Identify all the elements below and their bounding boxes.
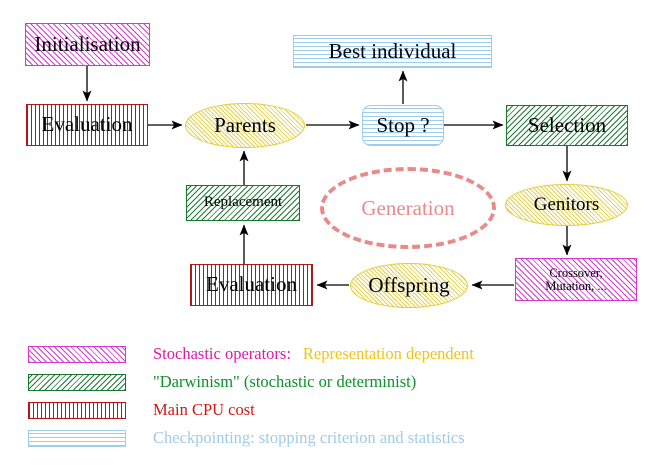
legend-row-checkpointing: Checkpointing: stopping criterion and st… — [28, 428, 465, 448]
legend-swatch-red-vertical-stripes — [28, 401, 126, 419]
node-parents[interactable]: Parents — [185, 103, 305, 148]
node-offspring-label: Offspring — [368, 272, 450, 297]
node-crossover-line1: Crossover, — [549, 265, 603, 280]
node-selection-label: Selection — [527, 112, 607, 137]
legend-swatch-blue-horizontal-stripes — [28, 429, 126, 447]
node-crossover-line2: Mutation, ... — [545, 278, 607, 293]
legend: Stochastic operators: Representation depe… — [0, 336, 662, 456]
legend-swatch-magenta-diagonal-hatch — [28, 345, 126, 363]
node-selection[interactable]: Selection — [506, 105, 628, 146]
node-evaluation-top-label: Evaluation — [41, 112, 133, 137]
region-generation: Generation — [320, 167, 496, 249]
node-evaluation-bottom[interactable]: Evaluation — [190, 264, 313, 306]
node-best-individual[interactable]: Best individual — [293, 35, 492, 68]
legend-label-stochastic-operators: Stochastic operators: Representation depe… — [153, 344, 474, 364]
legend-label-darwinism: "Darwinism" (stochastic or determinist) — [153, 372, 417, 391]
node-genitors-label: Genitors — [533, 194, 600, 216]
node-replacement[interactable]: Replacement — [186, 185, 300, 221]
node-initialisation-label: Initialisation — [34, 31, 141, 56]
node-evaluation-top[interactable]: Evaluation — [26, 104, 148, 146]
node-stop-label: Stop ? — [376, 112, 430, 137]
region-generation-label: Generation — [361, 195, 455, 220]
legend-label-stochastic-operators-text: Stochastic operators: — [153, 344, 291, 363]
legend-row-stochastic-operators: Stochastic operators: Representation depe… — [28, 344, 474, 364]
legend-row-main-cpu-cost: Main CPU cost — [28, 400, 255, 420]
legend-label-representation-dependent: Representation dependent — [302, 344, 474, 363]
node-parents-label: Parents — [214, 112, 276, 137]
node-replacement-label: Replacement — [203, 194, 283, 211]
node-best-individual-label: Best individual — [328, 38, 457, 63]
node-genitors[interactable]: Genitors — [505, 184, 628, 226]
legend-swatch-green-diagonal-hatch — [28, 373, 126, 391]
node-offspring[interactable]: Offspring — [350, 263, 468, 308]
legend-label-checkpointing: Checkpointing: stopping criterion and st… — [153, 428, 465, 447]
node-crossover-mutation[interactable]: Crossover, Mutation, ... — [515, 258, 637, 301]
node-initialisation[interactable]: Initialisation — [25, 23, 150, 66]
legend-label-main-cpu-cost: Main CPU cost — [153, 400, 255, 419]
node-evaluation-bottom-label: Evaluation — [206, 272, 297, 297]
legend-row-darwinism: "Darwinism" (stochastic or determinist) — [28, 372, 416, 392]
node-stop[interactable]: Stop ? — [362, 105, 444, 146]
